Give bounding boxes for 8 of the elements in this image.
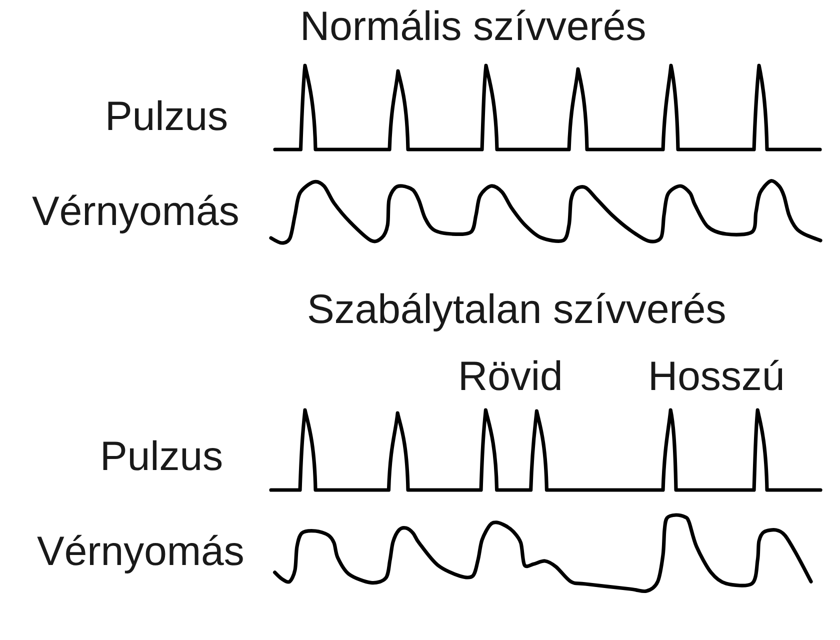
section-heading: Normális szívverés: [303, 10, 645, 40]
trace-label: Vérnyomás: [32, 194, 238, 234]
interval-label: Rövid: [461, 360, 560, 390]
trace-label: Pulzus: [103, 440, 222, 470]
section-heading: Szabálytalan szívverés: [308, 292, 725, 332]
trace-label: Pulzus: [108, 100, 227, 130]
interval-label: Hosszú: [651, 360, 782, 390]
trace-label: Vérnyomás: [37, 534, 243, 574]
